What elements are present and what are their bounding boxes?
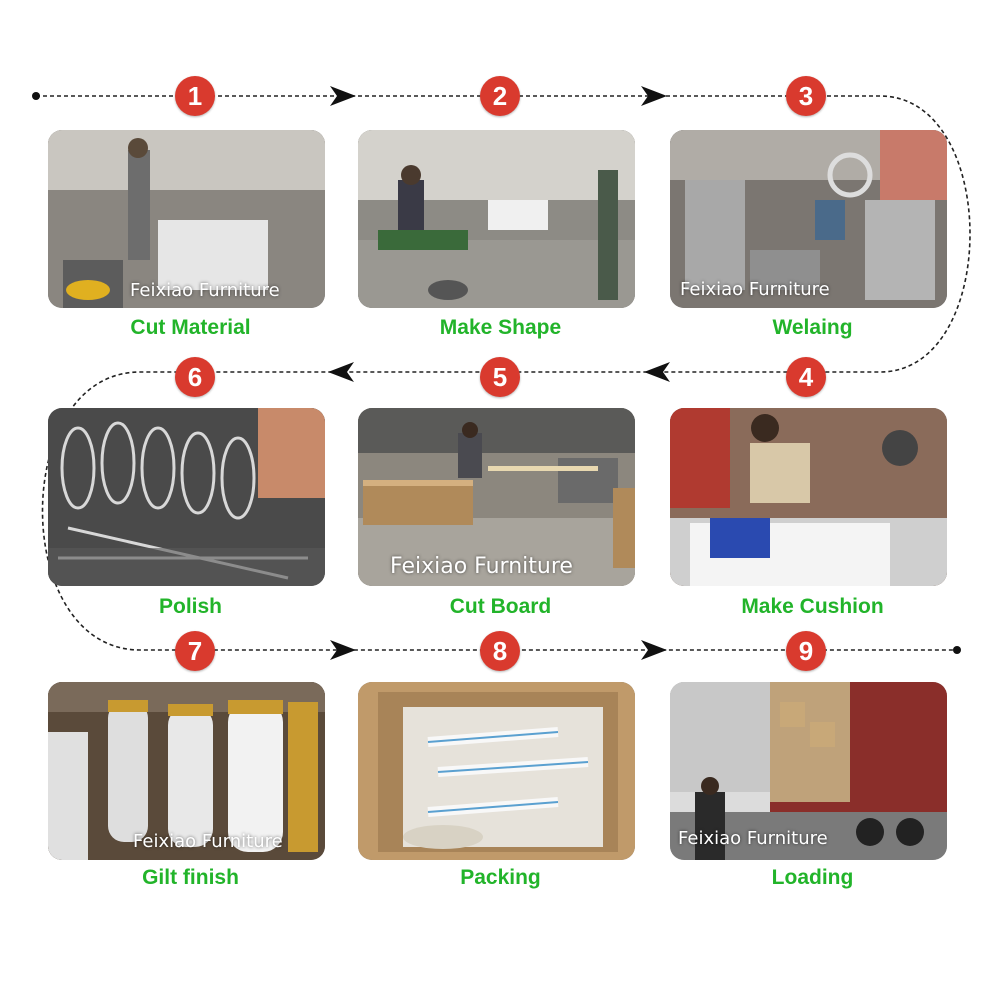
cutting-workshop-photo: Feixiao Furniture [48, 130, 325, 308]
container-loading-photo: Feixiao Furniture [670, 682, 947, 860]
brand-watermark: Feixiao Furniture [130, 280, 280, 301]
step-caption: Make Shape [439, 316, 562, 339]
polished-frames-photo [48, 408, 325, 586]
brand-watermark: Feixiao Furniture [678, 828, 828, 849]
board-workshop-photo: Feixiao Furniture [358, 408, 635, 586]
brand-watermark: Feixiao Furniture [133, 831, 283, 852]
arrow-right-icon [330, 640, 356, 660]
brand-watermark: Feixiao Furniture [390, 554, 573, 579]
step-caption: Cut Material [130, 316, 251, 339]
arrow-left-icon [644, 362, 670, 382]
step-number-badge: 3 [786, 76, 826, 116]
arrow-left-icon [328, 362, 354, 382]
step-number-badge: 1 [175, 76, 215, 116]
step-number-badge: 6 [175, 357, 215, 397]
dotted-connector-path [36, 95, 971, 651]
step-caption: Cut Board [449, 595, 552, 618]
step-number-badge: 2 [480, 76, 520, 116]
arrow-right-icon [641, 640, 667, 660]
step-caption: Gilt finish [142, 866, 239, 889]
arrow-right-icon [330, 86, 356, 106]
flow-end-dot [953, 646, 961, 654]
arrow-right-icon [641, 86, 667, 106]
step-number-badge: 4 [786, 357, 826, 397]
cushion-workshop-photo [670, 408, 947, 586]
step-number-badge: 8 [480, 631, 520, 671]
step-number-badge: 7 [175, 631, 215, 671]
gilt-chairs-photo: Feixiao Furniture [48, 682, 325, 860]
step-caption: Welaing [772, 316, 853, 339]
welding-workshop-photo: Feixiao Furniture [670, 130, 947, 308]
step-caption: Packing [460, 866, 541, 889]
step-caption: Loading [771, 866, 854, 889]
step-caption: Make Cushion [741, 595, 884, 618]
bending-workshop-photo [358, 130, 635, 308]
brand-watermark: Feixiao Furniture [680, 279, 830, 300]
step-caption: Polish [158, 595, 222, 618]
flow-start-dot [32, 92, 40, 100]
packed-box-photo [358, 682, 635, 860]
step-number-badge: 9 [786, 631, 826, 671]
step-number-badge: 5 [480, 357, 520, 397]
